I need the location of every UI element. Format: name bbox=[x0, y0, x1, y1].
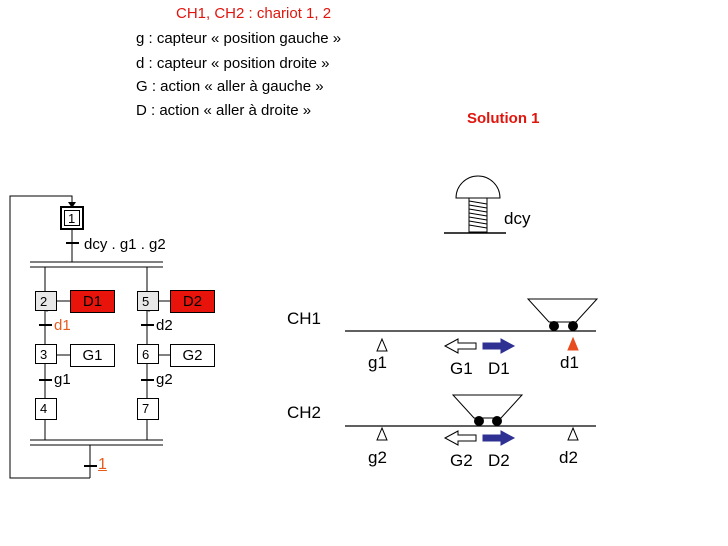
loopback-link bbox=[9, 195, 90, 479]
ch1-left-arrow-icon bbox=[443, 338, 477, 354]
ch1-cart-icon bbox=[526, 298, 599, 331]
initial-step-number: 1 bbox=[68, 211, 76, 226]
solution-label: Solution 1 bbox=[467, 110, 540, 127]
dcy-label: dcy bbox=[504, 209, 531, 228]
step-2: 2 bbox=[35, 291, 57, 311]
legend-title: CH1, CH2 : chariot 1, 2 bbox=[176, 5, 332, 22]
action-D2: D2 bbox=[170, 290, 215, 313]
ch1-d1-label: d1 bbox=[560, 353, 579, 372]
ch2-cart-icon bbox=[451, 394, 524, 426]
ch1-sensor-left-icon bbox=[376, 337, 388, 352]
step-4: 4 bbox=[35, 398, 57, 420]
ch2-D2-label: D2 bbox=[488, 451, 510, 470]
step-3: 3 bbox=[35, 344, 57, 364]
step-6: 6 bbox=[137, 344, 159, 364]
transition-end-label: 1 bbox=[98, 456, 107, 473]
ch2-sensor-left-icon bbox=[376, 426, 388, 441]
ch2-g2-label: g2 bbox=[368, 448, 387, 467]
ch2-sensor-right-icon bbox=[567, 426, 579, 441]
ch1-sensor-right-icon bbox=[567, 336, 579, 351]
ch1-D1-label: D1 bbox=[488, 359, 510, 378]
transition-start-label: dcy . g1 . g2 bbox=[84, 236, 166, 253]
dcy-button-icon bbox=[444, 175, 506, 234]
transition-d2-label: d2 bbox=[156, 317, 173, 334]
legend-line-d: d : capteur « position droite » bbox=[136, 55, 330, 72]
step-5: 5 bbox=[137, 291, 159, 311]
initial-step: 1 bbox=[60, 206, 84, 230]
ch2-G2-label: G2 bbox=[450, 451, 473, 470]
action-G1: G1 bbox=[70, 344, 115, 367]
action-D1: D1 bbox=[70, 290, 115, 313]
transition-d1-label: d1 bbox=[54, 317, 71, 334]
transition-g1-label: g1 bbox=[54, 371, 71, 388]
ch1-g1-label: g1 bbox=[368, 353, 387, 372]
transition-g2-label: g2 bbox=[156, 371, 173, 388]
ch2-label: CH2 bbox=[287, 403, 322, 422]
legend-line-g: g : capteur « position gauche » bbox=[136, 30, 342, 47]
action-G2: G2 bbox=[170, 344, 215, 367]
legend-line-D: D : action « aller à droite » bbox=[136, 102, 312, 119]
ch2-d2-label: d2 bbox=[559, 448, 578, 467]
ch2-right-arrow-icon bbox=[482, 430, 516, 446]
ch2-left-arrow-icon bbox=[443, 430, 477, 446]
ch1-label: CH1 bbox=[287, 309, 322, 328]
ch1-G1-label: G1 bbox=[450, 359, 473, 378]
legend-line-G: G : action « aller à gauche » bbox=[136, 78, 324, 95]
step-7: 7 bbox=[137, 398, 159, 420]
ch1-right-arrow-icon bbox=[482, 338, 516, 354]
